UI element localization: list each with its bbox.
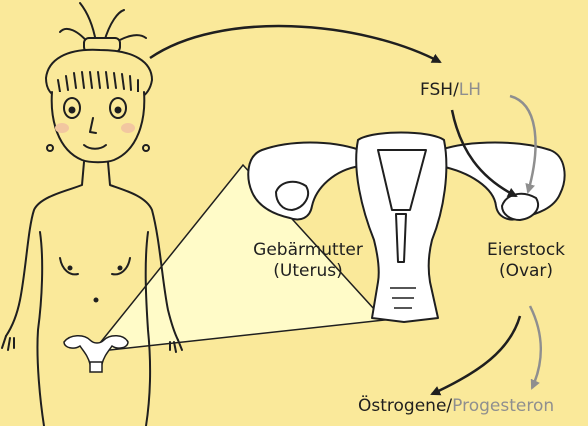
- fsh-lh-label: FSH/LH: [420, 80, 481, 101]
- ovary-label: Eierstock (Ovar): [476, 240, 576, 282]
- ovary-label-line1: Eierstock: [476, 240, 576, 261]
- progesteron-text: Progesteron: [452, 396, 554, 416]
- arrow-ovary-to-estrogen: [432, 316, 520, 394]
- uterus-label-line2: (Uterus): [236, 261, 380, 282]
- small-uterus-icon: [64, 336, 128, 372]
- uterus-label: Gebärmutter (Uterus): [236, 240, 380, 282]
- arrow-ovary-to-progesteron: [530, 306, 541, 388]
- uterus-label-line1: Gebärmutter: [236, 240, 380, 261]
- estrogen-progesteron-label: Östrogene/Progesteron: [358, 396, 554, 417]
- estrogen-text: Östrogene: [358, 396, 446, 416]
- fsh-text: FSH: [420, 80, 453, 100]
- ovary-label-line2: (Ovar): [476, 261, 576, 282]
- arrow-brain-to-fsh: [150, 26, 440, 62]
- lh-text: LH: [459, 80, 481, 100]
